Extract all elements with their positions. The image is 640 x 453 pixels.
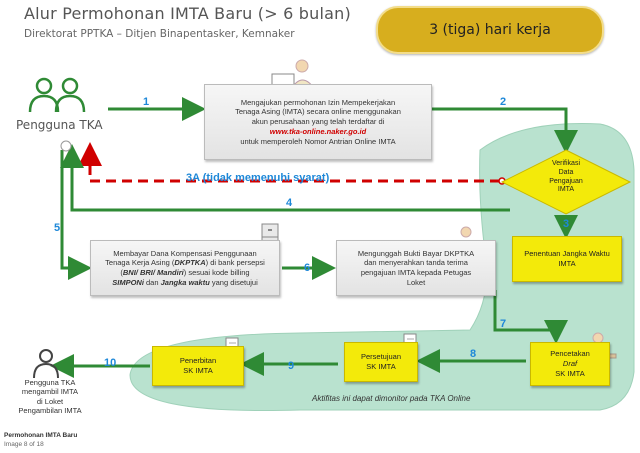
approval-text: Persetujuan <box>360 352 402 362</box>
online-request-text: Tenaga Asing (IMTA) secara online menggu… <box>235 107 401 117</box>
actor-label-bottom: Pengguna TKA mengambil IMTA di Loket Pen… <box>16 378 84 416</box>
bank-names: BNI/ BRI/ Mandiri <box>122 268 184 277</box>
actor-bottom-text: Pengambilan IMTA <box>18 406 82 416</box>
payment-text: (BNI/ BRI/ Mandiri) sesuai kode billing <box>94 268 276 278</box>
upload-text: pengajuan IMTA kepada Petugas <box>360 268 472 277</box>
step-number-10: 10 <box>104 357 117 369</box>
verification-diamond <box>500 149 632 215</box>
payment-text-part: ( <box>120 268 123 277</box>
reject-return-node <box>60 140 72 152</box>
simponi-term: SIMPONi <box>112 277 144 287</box>
page-title: Alur Permohonan IMTA Baru (> 6 bulan) <box>24 4 351 23</box>
arrow-step-7 <box>493 290 568 344</box>
step-number-5: 5 <box>54 222 61 234</box>
arrow-step-3a-reject <box>78 142 500 183</box>
payment-text-part: yang disetujui <box>209 277 258 287</box>
verification-text: Pengajuan <box>549 177 583 185</box>
payment-text-part: dan <box>143 277 161 287</box>
verification-text: Verifikasi <box>551 160 580 167</box>
step-number-3: 3 <box>563 218 570 230</box>
online-request-box: Mengajukan permohonan Izin Mempekerjakan… <box>204 84 432 160</box>
period-determination-box: Penentuan Jangka Waktu IMTA <box>512 236 622 282</box>
period-text: IMTA <box>558 259 576 268</box>
actor-bottom-text: di Loket <box>36 396 64 406</box>
step-number-2: 2 <box>500 96 507 108</box>
reject-label: 3A (tidak memenuhi syarat) <box>186 172 330 184</box>
period-term: Jangka waktu <box>160 277 210 287</box>
page-subtitle: Direktorat PPTKA – Ditjen Binapentasker,… <box>24 28 295 40</box>
tka-online-url: www.tka-online.naker.go.id <box>269 126 367 136</box>
monitor-note: Aktifitas ini dapat dimonitor pada TKA O… <box>312 394 471 403</box>
step-number-9: 9 <box>288 360 295 372</box>
duration-badge: 3 (tiga) hari kerja <box>376 6 604 54</box>
payment-text: Tenaga Kerja Asing (DKPTKA) di bank pers… <box>94 258 276 268</box>
online-request-text: akun perusahaan yang telah terdaftar di <box>251 117 385 127</box>
online-request-text: Mengajukan permohonan Izin Mempekerjakan <box>240 97 396 107</box>
footer-caption: Permohonan IMTA Baru <box>4 432 78 439</box>
payment-box: Membayar Dana Kompensasi Penggunaan Tena… <box>90 240 280 296</box>
verification-label: Verifikasi Data Pengajuan IMTA <box>530 160 602 195</box>
print-draft-text: Draf <box>562 359 578 369</box>
arrow-step-2 <box>432 107 578 154</box>
issuance-text: SK IMTA <box>183 366 213 375</box>
period-text: Penentuan Jangka Waktu <box>524 249 610 259</box>
approval-box: Persetujuan SK IMTA <box>344 342 418 382</box>
upload-text: Loket <box>406 277 426 287</box>
upload-text: dan menyerahkan tanda terima <box>364 258 468 268</box>
actor-label-top: Pengguna TKA <box>16 118 103 132</box>
payment-text-part: ) di bank persepsi <box>205 258 265 268</box>
actor-bottom-text: Pengguna TKA <box>24 378 76 387</box>
issuance-box: Penerbitan SK IMTA <box>152 346 244 386</box>
step-number-7: 7 <box>500 318 507 330</box>
upload-proof-box: Mengunggah Bukti Bayar DKPTKA dan menyer… <box>336 240 496 296</box>
arrow-step-4 <box>60 144 510 212</box>
payment-text: SIMPONi dan Jangka waktu yang disetujui <box>94 278 276 288</box>
issuance-text: Penerbitan <box>179 356 217 366</box>
payment-text-part: ) sesuai kode billing <box>183 268 250 277</box>
print-draft-box: Pencetakan Draf SK IMTA <box>530 342 610 386</box>
people-icon <box>28 77 86 113</box>
step-number-1: 1 <box>143 96 150 108</box>
payment-text-part: Tenaga Kerja Asing ( <box>105 258 175 268</box>
arrow-step-5 <box>60 150 92 280</box>
verification-text: Data <box>558 168 574 176</box>
step-number-4: 4 <box>286 197 293 209</box>
approval-text: SK IMTA <box>366 362 396 371</box>
print-draft-text: Pencetakan <box>550 349 590 359</box>
step-number-8: 8 <box>470 348 477 360</box>
actor-bottom-text: mengambil IMTA <box>21 387 79 397</box>
print-draft-text: SK IMTA <box>555 368 585 378</box>
person-pickup-icon <box>33 349 59 379</box>
verification-text: IMTA <box>557 186 575 194</box>
step-number-6: 6 <box>304 262 311 274</box>
footer-image-count: Image 8 of 18 <box>4 441 44 448</box>
online-request-text: untuk memperoleh Nomor Antrian Online IM… <box>240 136 396 146</box>
dkptka-term: DKPTKA <box>174 258 206 268</box>
upload-text: Mengunggah Bukti Bayar DKPTKA <box>357 248 475 258</box>
payment-text: Membayar Dana Kompensasi Penggunaan <box>113 248 257 258</box>
